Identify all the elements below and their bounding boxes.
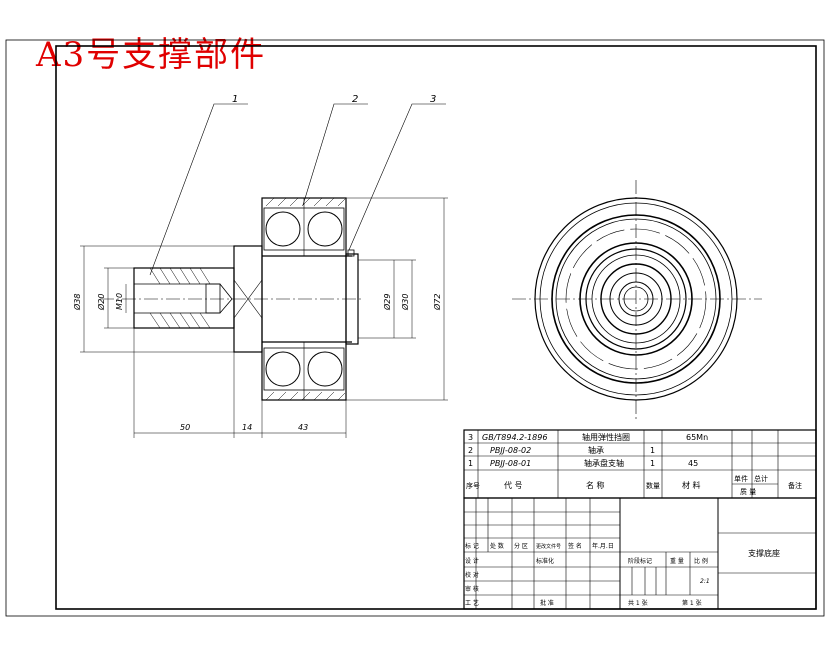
dim-len50: 50 [180, 423, 190, 432]
dim-d20: Ø20 [96, 294, 106, 311]
bom-header-mass: 质 量 [740, 487, 756, 496]
rev-count: 处 数 [490, 542, 504, 550]
role-check: 校 对 [465, 571, 479, 579]
scale-value: 2:1 [700, 578, 710, 585]
standardize-label: 标准化 [536, 557, 554, 565]
dim-m10: M10 [115, 293, 124, 310]
rev-sign: 签 名 [568, 542, 582, 550]
bearing-ball [265, 351, 301, 387]
balloon-1: 1 [232, 94, 238, 105]
bom-header-no: 序号 [466, 481, 480, 490]
bom-code-1: PBJJ-08-01 [490, 459, 531, 468]
inner-border [55, 45, 817, 610]
sheets-total: 共 1 张 [628, 599, 648, 607]
bom-qty-2: 1 [650, 446, 655, 455]
bom-header-name: 名 称 [586, 480, 605, 490]
approve-label: 批 准 [540, 599, 554, 607]
dim-d38: Ø38 [72, 294, 82, 311]
section-view: 1 2 3 Ø38 Ø20 M10 Ø29 Ø30 Ø72 [72, 94, 448, 438]
drawing-name: 支撑底座 [748, 548, 780, 558]
rev-mark: 标 记 [465, 542, 479, 550]
bom-header-unit: 单件 [734, 474, 748, 483]
bearing-ball [307, 211, 343, 247]
bom-header-qty: 数量 [646, 481, 660, 490]
bom-header-code: 代 号 [504, 480, 523, 490]
bom-no-3: 3 [468, 433, 473, 442]
dim-len43: 43 [298, 423, 308, 432]
bearing-ball [307, 351, 343, 387]
end-view [512, 180, 762, 420]
bom-material-1: 45 [688, 459, 698, 468]
role-review: 审 核 [465, 585, 479, 593]
bom-name-1: 轴承盘支轴 [584, 458, 624, 468]
bom-material-3: 65Mn [686, 433, 708, 442]
bom-name-3: 轴用弹性挡圈 [582, 432, 630, 442]
role-design: 设 计 [465, 557, 479, 565]
bom-qty-1: 1 [650, 459, 655, 468]
bom-no-1: 1 [468, 459, 473, 468]
bom-no-2: 2 [468, 446, 473, 455]
bom-header-material: 材 料 [682, 480, 701, 490]
drawing-stamp-title: A3号支撑部件 [36, 35, 267, 75]
rev-file: 更改文件号 [536, 543, 561, 550]
rev-date: 年.月.日 [592, 542, 614, 550]
bom-name-2: 轴承 [588, 445, 604, 455]
role-process: 工 艺 [465, 599, 479, 607]
bom-code-3: GB/T894.2-1896 [482, 433, 547, 442]
dim-len14: 14 [242, 423, 252, 432]
stage-label: 阶段标记 [628, 557, 652, 565]
dim-d30: Ø30 [400, 294, 410, 311]
bom-code-2: PBJJ-08-02 [490, 446, 531, 455]
rev-zone: 分 区 [514, 542, 528, 550]
weight-label: 重 量 [670, 557, 684, 565]
dim-d72: Ø72 [432, 294, 442, 311]
bom-header-remark: 备注 [788, 481, 802, 490]
balloon-2: 2 [352, 94, 358, 105]
outer-border [5, 39, 825, 617]
title-block [463, 497, 817, 610]
bom-header-total: 总计 [754, 474, 768, 483]
dim-d29: Ø29 [382, 294, 392, 311]
balloon-3: 3 [430, 94, 436, 105]
bearing-ball [265, 211, 301, 247]
scale-label: 比 例 [694, 557, 708, 565]
sheet-number: 第 1 张 [682, 599, 702, 607]
